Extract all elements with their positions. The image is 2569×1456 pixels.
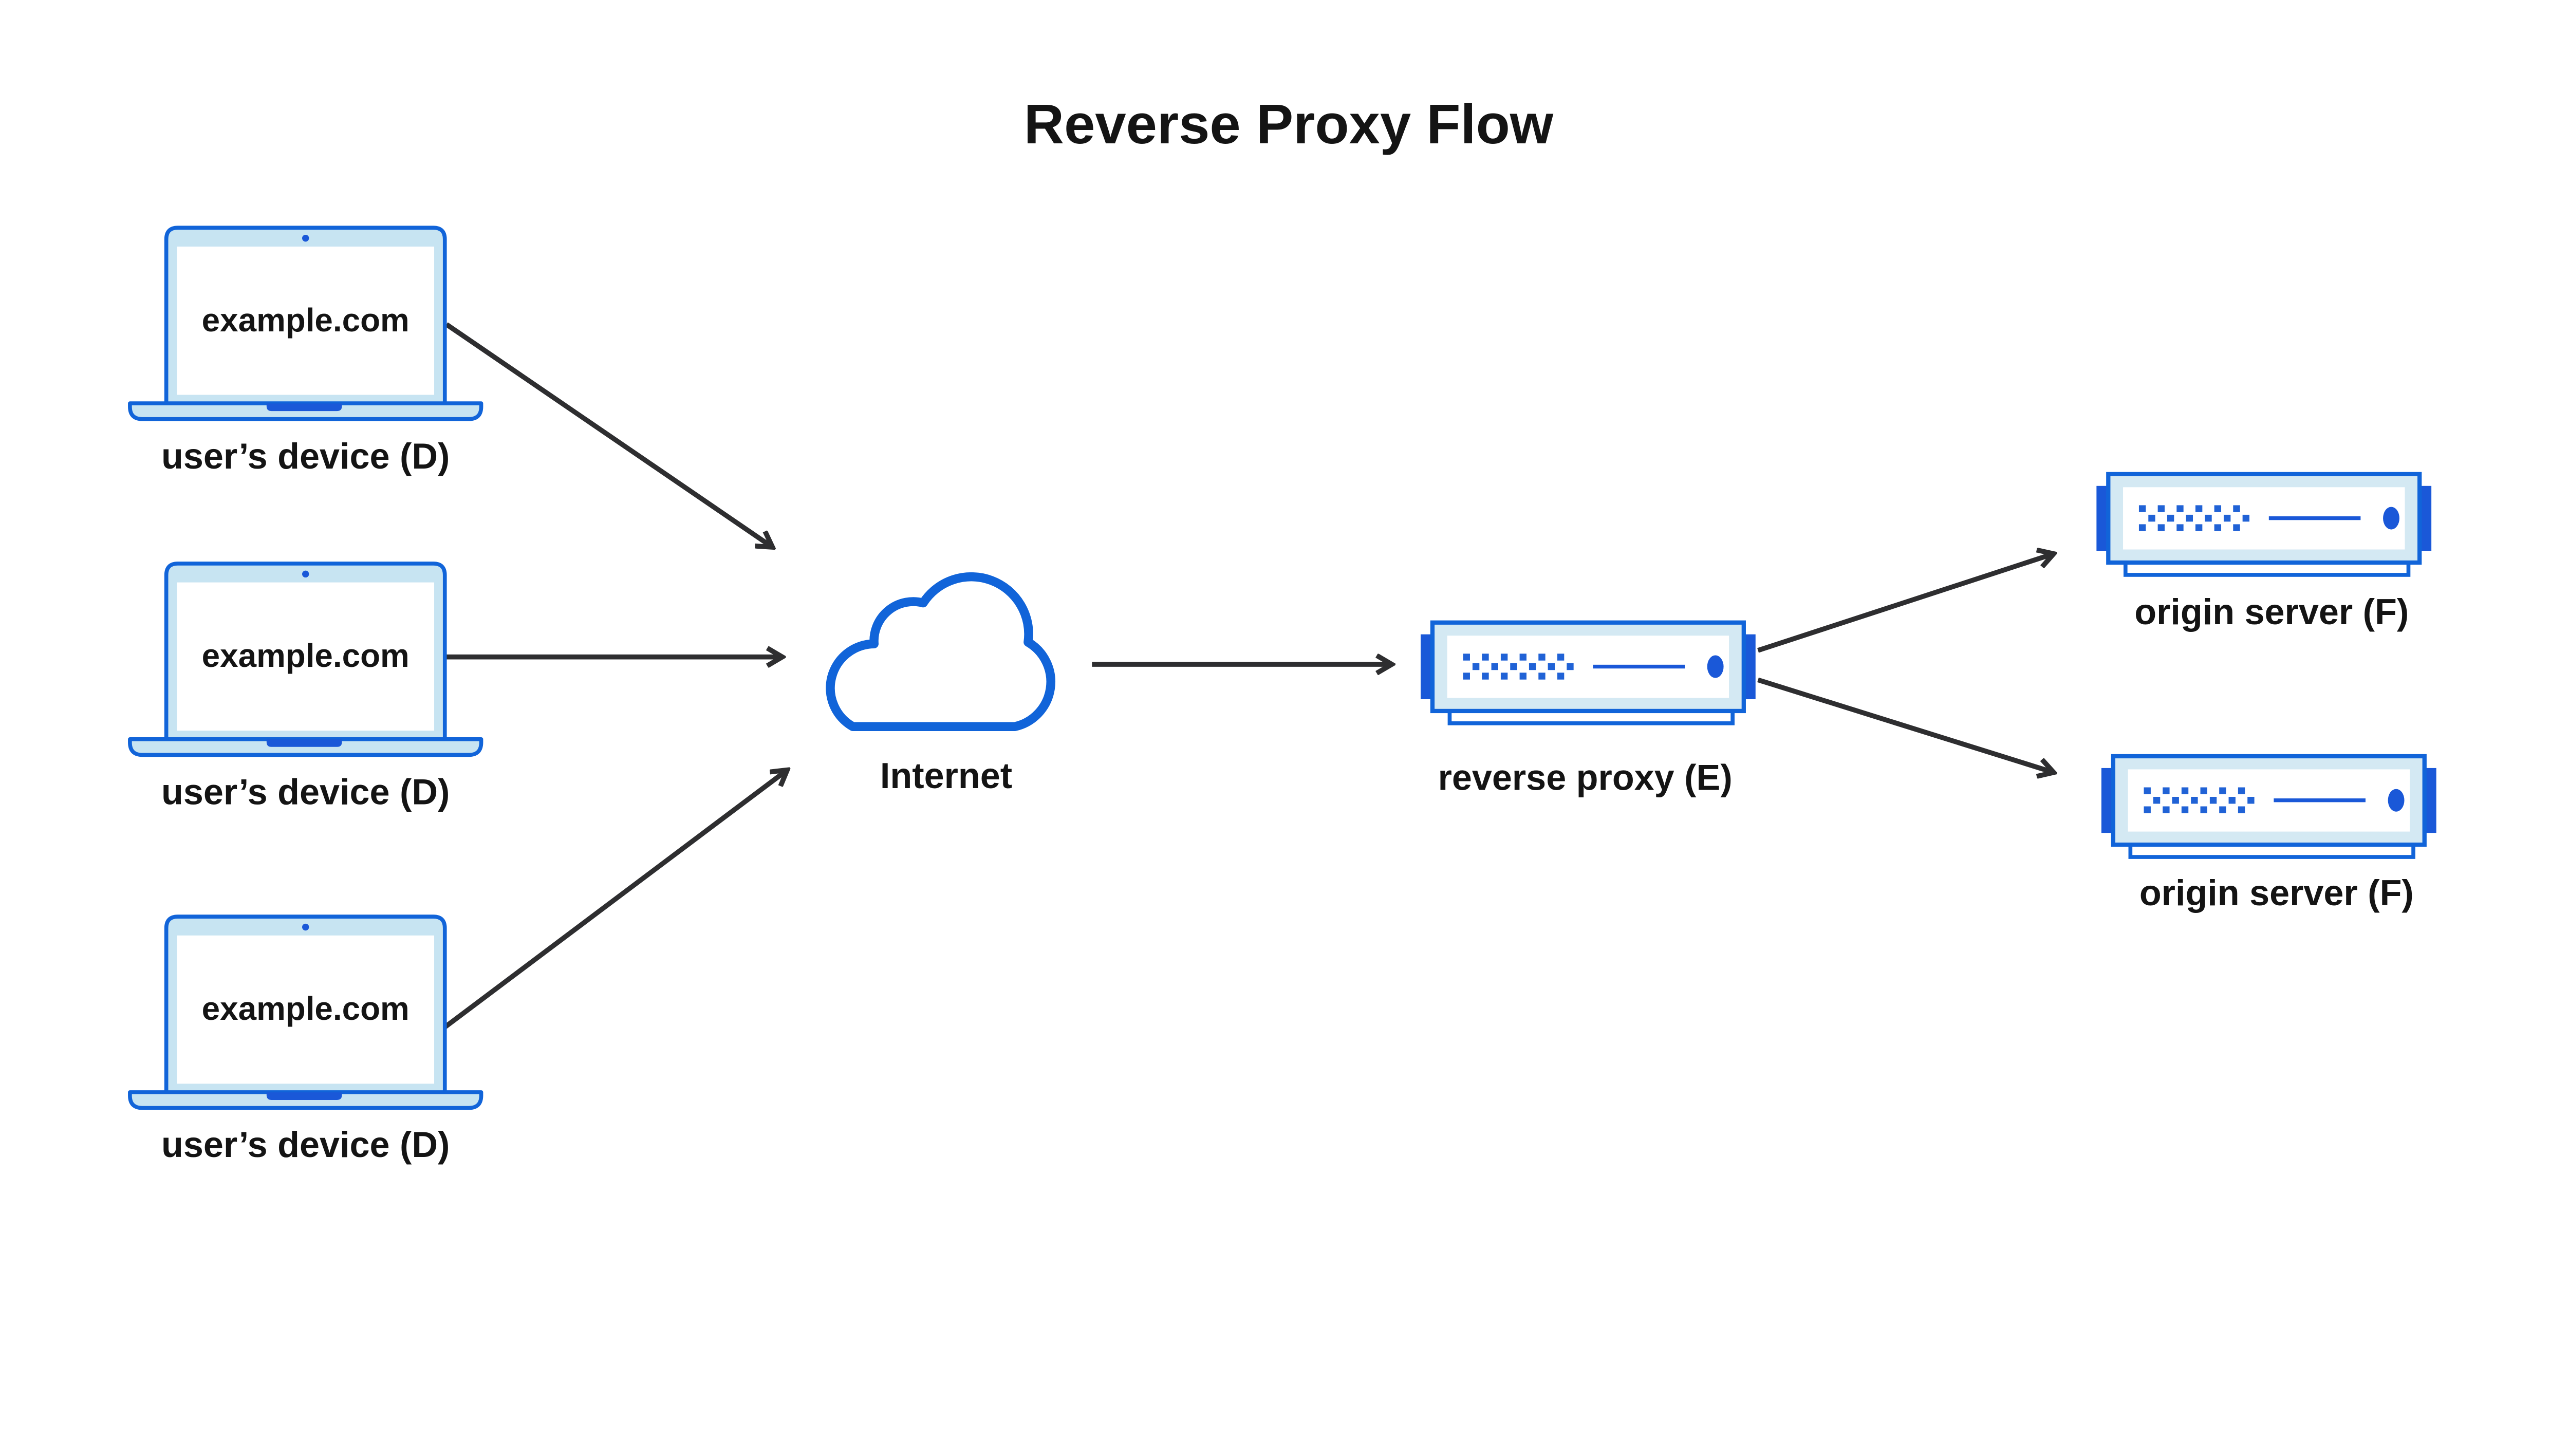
device3-label: user’s device (D) [161,1124,450,1165]
device1-label: user’s device (D) [161,436,450,476]
arrow-proxy-to-origin2 [1757,677,2054,772]
arrow-proxy-to-origin1 [1757,554,2054,653]
device3-screen-url: example.com [202,990,409,1027]
reverse-proxy-label: reverse proxy (E) [1438,757,1733,798]
device2-label: user’s device (D) [161,772,450,812]
flow-arrows [443,322,2054,1030]
server-icon [1421,623,1756,723]
origin-server1-label: origin server (F) [2134,591,2409,632]
server-icon [2096,474,2431,575]
internet-label: Internet [880,755,1012,796]
node-internet: Internet [826,572,1055,796]
node-user-device-1: example.com user’s device (D) [130,228,481,476]
arrow-device1-to-internet [445,322,773,547]
node-user-device-3: example.com user’s device (D) [130,917,481,1165]
origin-server2-label: origin server (F) [2139,872,2414,913]
arrow-device3-to-internet [443,770,787,1030]
reverse-proxy-flow-diagram: Reverse Proxy Flow example.com user’s de… [128,93,2438,1165]
node-user-device-2: example.com user’s device (D) [130,564,481,812]
page-title: Reverse Proxy Flow [1024,93,1554,155]
cloud-icon [826,572,1055,731]
node-origin-server-2: origin server (F) [2101,756,2436,913]
device2-screen-url: example.com [202,637,409,674]
device1-screen-url: example.com [202,302,409,339]
node-origin-server-1: origin server (F) [2096,474,2431,632]
server-icon [2101,756,2436,857]
node-reverse-proxy: reverse proxy (E) [1421,623,1756,798]
